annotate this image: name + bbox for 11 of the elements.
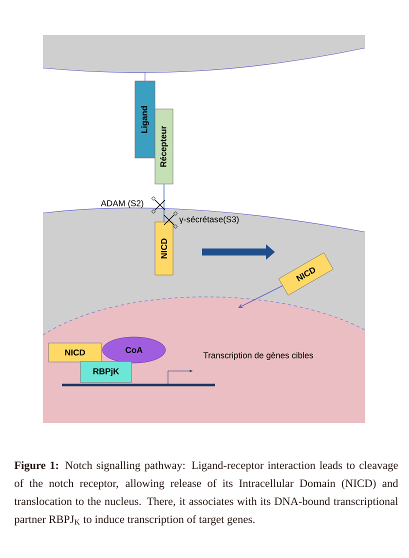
protein-box: RBPjK xyxy=(80,361,132,383)
label-text: Transcription de gènes cibles xyxy=(203,352,314,360)
protein-box: NICD xyxy=(278,252,334,296)
figure-caption: Figure 1: Notch signalling pathway: Ligand-receptor interaction leads to cleavage of the notch receptor, allowing release of its Intracellular Domain (NICD) and translocation to the nucleus. There, it associates with its DNA-bound transcriptional partner RBPJ$_{K}$ to induce transcription of target genes. xyxy=(14,461,398,526)
arrow xyxy=(238,285,283,308)
protein-box: Ligand xyxy=(134,80,156,158)
label-text: γ-sécrétase(S3) xyxy=(179,216,239,224)
protein-box: NICD xyxy=(154,222,174,276)
label-text: ADAM (S2) xyxy=(100,200,144,208)
protein-box: NICD xyxy=(48,342,102,362)
protein-box: Récepteur xyxy=(154,108,174,184)
